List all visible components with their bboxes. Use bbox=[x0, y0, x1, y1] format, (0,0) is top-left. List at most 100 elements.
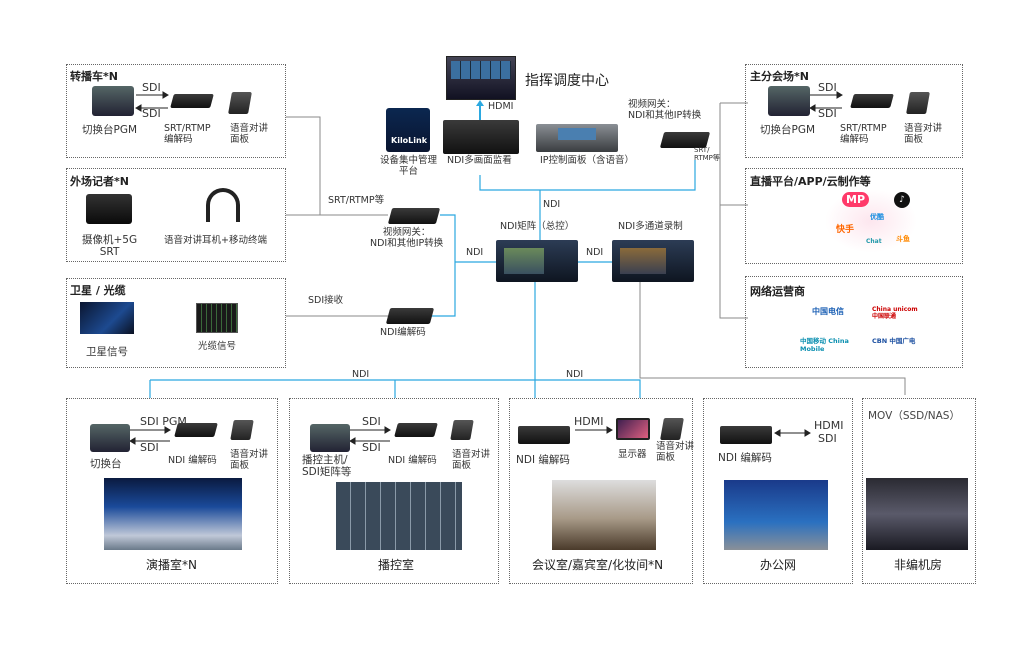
ndi-multiview-label: NDI多画面监看 bbox=[447, 155, 512, 166]
office-sdi-label: SDI bbox=[818, 432, 837, 445]
ob-sdi-label-2: SDI bbox=[142, 107, 161, 120]
headset-device bbox=[206, 188, 240, 222]
edit-photo bbox=[866, 478, 968, 550]
ob-intercom-device bbox=[228, 92, 252, 114]
control-title: 播控室 bbox=[378, 558, 415, 572]
ip-control-panel-label: IP控制面板（含语音） bbox=[540, 155, 635, 166]
sdi-arrows bbox=[129, 91, 843, 445]
meeting-intercom-device bbox=[660, 418, 684, 440]
control-sdi-label-1: SDI bbox=[362, 415, 381, 428]
ndi-recorder-device bbox=[612, 240, 694, 282]
carrier-logo-telecom: 中国电信 bbox=[812, 307, 844, 316]
studio-sdi-pgm-label: SDI PGM bbox=[140, 415, 187, 428]
ndi-bus-label-1: NDI bbox=[352, 369, 370, 380]
studio-sdi-label: SDI bbox=[140, 441, 159, 454]
meeting-codec-label: NDI 编解码 bbox=[516, 454, 570, 466]
monitor-label: 显示器 bbox=[618, 449, 647, 460]
control-host-device bbox=[310, 424, 350, 452]
ob-intercom-label: 语音对讲 面板 bbox=[230, 123, 269, 145]
reporter-title: 外场记者*N bbox=[70, 175, 129, 188]
ndi-up-label: NDI bbox=[543, 199, 561, 210]
gateway-top-side-label: SRT/ RTMP等 bbox=[694, 146, 720, 163]
studio-switcher-label: 切换台 bbox=[90, 458, 122, 470]
venue-codec-label: SRT/RTMP 编解码 bbox=[840, 123, 887, 145]
ob-codec-device bbox=[170, 94, 214, 108]
control-intercom-device bbox=[450, 420, 474, 440]
line-right-branch bbox=[719, 102, 748, 319]
platforms-box bbox=[745, 168, 963, 264]
reporter-box bbox=[66, 168, 286, 262]
carriers-box bbox=[745, 276, 963, 368]
ndi-left-label: NDI bbox=[466, 247, 484, 258]
studio-title: 演播室*N bbox=[146, 558, 197, 572]
control-intercom-label: 语音对讲 面板 bbox=[452, 449, 491, 471]
camera-device bbox=[86, 194, 132, 224]
venue-title: 主分会场*N bbox=[750, 70, 809, 83]
line-recorder-edit bbox=[639, 280, 906, 395]
meeting-codec-device bbox=[518, 426, 570, 444]
headset-label: 语音对讲耳机+移动终端 bbox=[164, 235, 267, 246]
control-codec-label: NDI 编解码 bbox=[388, 455, 437, 466]
studio-photo bbox=[104, 478, 242, 550]
platform-logo-kuaishou: 快手 bbox=[836, 225, 855, 235]
line-gateway-matrix bbox=[430, 214, 456, 317]
satellite-photo bbox=[80, 302, 134, 334]
satellite-title: 卫星 / 光缆 bbox=[70, 284, 126, 297]
control-sdi-label-2: SDI bbox=[362, 441, 381, 454]
ndi-recorder-label: NDI多通道录制 bbox=[618, 221, 683, 232]
line-ndi-bus bbox=[149, 379, 641, 398]
control-host-label: 播控主机/ SDI矩阵等 bbox=[302, 454, 352, 479]
ob-switcher-label: 切换台PGM bbox=[82, 124, 138, 136]
satellite-box bbox=[66, 278, 286, 368]
platform-logo-douyu: 斗鱼 bbox=[896, 235, 910, 243]
line-center-top bbox=[479, 160, 696, 191]
office-codec-device bbox=[720, 426, 772, 444]
srt-rtmp-label: SRT/RTMP等 bbox=[328, 195, 385, 206]
mgmt-platform-label: 设备集中管理 平台 bbox=[380, 155, 438, 177]
meeting-title: 会议室/嘉宾室/化妆间*N bbox=[532, 558, 664, 572]
hdmi-arrowhead bbox=[476, 100, 484, 106]
ob-sdi-label-1: SDI bbox=[142, 81, 161, 94]
satellite-label: 卫星信号 bbox=[86, 346, 128, 358]
edit-title: 非编机房 bbox=[894, 558, 943, 572]
monitor-device bbox=[616, 418, 650, 440]
studio-switcher-device bbox=[90, 424, 130, 452]
venue-intercom-label: 语音对讲 面板 bbox=[904, 123, 943, 145]
ob-switcher-device bbox=[92, 86, 134, 116]
gateway-mid-device bbox=[387, 208, 441, 224]
platform-logo-chat: Chat bbox=[866, 238, 882, 245]
venue-sdi-label-2: SDI bbox=[818, 107, 837, 120]
ndi-encoder-device bbox=[385, 308, 435, 324]
fiber-label: 光缆信号 bbox=[198, 341, 237, 352]
kilolink-logo: KiloLink bbox=[386, 108, 430, 152]
ip-control-panel-device bbox=[536, 124, 618, 152]
edit-mov-label: MOV（SSD/NAS） bbox=[868, 410, 960, 422]
studio-intercom-label: 语音对讲 面板 bbox=[230, 449, 269, 471]
gateway-mid-label: 视频网关： NDI和其他IP转换 bbox=[370, 227, 444, 249]
venue-codec-device bbox=[850, 94, 894, 108]
command-center-title: 指挥调度中心 bbox=[525, 73, 609, 89]
venue-switcher-label: 切换台PGM bbox=[760, 124, 816, 136]
carrier-logo-cbn: CBN 中国广电 bbox=[872, 337, 916, 345]
platform-logo-mp: MP bbox=[842, 192, 870, 207]
meeting-photo bbox=[552, 480, 656, 550]
gateway-top-label: 视频网关： NDI和其他IP转换 bbox=[628, 99, 702, 121]
control-box bbox=[289, 398, 499, 584]
venue-sdi-label-1: SDI bbox=[818, 81, 837, 94]
platforms-title: 直播平台/APP/云制作等 bbox=[750, 175, 871, 188]
office-hdmi-label: HDMI bbox=[814, 419, 844, 432]
kilolink-logo-text: KiloLink bbox=[391, 136, 428, 145]
ndi-multiview-device bbox=[443, 120, 519, 154]
ob-van-title: 转播车*N bbox=[70, 70, 118, 83]
carrier-logo-unicom: China unicom中国联通 bbox=[872, 306, 918, 321]
ndi-matrix-label: NDI矩阵（总控） bbox=[500, 221, 575, 232]
studio-intercom-device bbox=[230, 420, 254, 440]
fiber-rack-photo bbox=[196, 303, 238, 333]
studio-box bbox=[66, 398, 278, 584]
venue-box bbox=[745, 64, 963, 158]
studio-codec-label: NDI 编解码 bbox=[168, 455, 217, 466]
control-photo bbox=[336, 482, 462, 550]
office-codec-label: NDI 编解码 bbox=[718, 452, 772, 464]
office-title: 办公网 bbox=[760, 558, 797, 572]
ndi-bus-label-2: NDI bbox=[566, 369, 584, 380]
